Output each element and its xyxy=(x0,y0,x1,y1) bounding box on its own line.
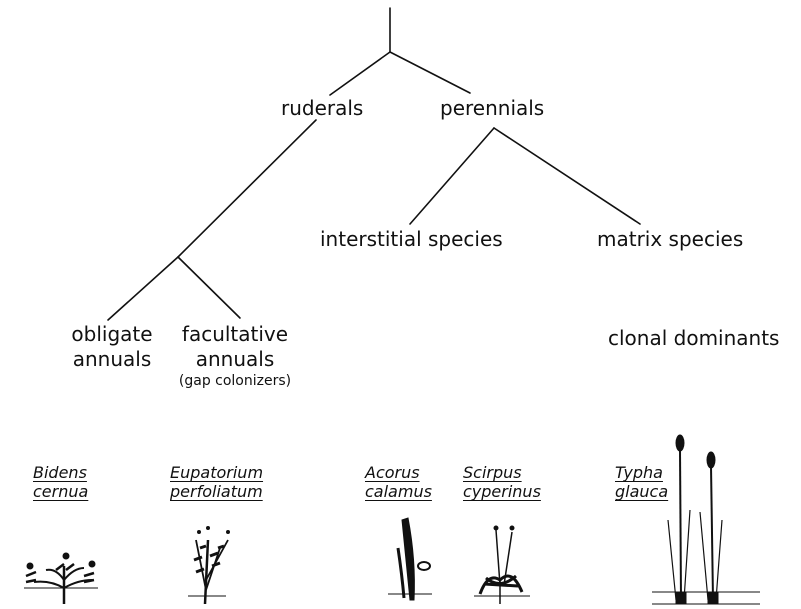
species-epithet: cyperinus xyxy=(463,482,541,501)
obligate-annuals-label: obligate annuals xyxy=(52,323,172,370)
perennials-label: perennials xyxy=(440,97,544,119)
species-acorus-calamus: Acorus calamus xyxy=(365,463,432,501)
acorus-plant-icon xyxy=(388,518,432,600)
species-genus: Scirpus xyxy=(463,463,541,482)
facultative-annuals-label: facultative annuals (gap colonizers) xyxy=(165,323,305,389)
interstitial-species-label: interstitial species xyxy=(320,228,503,250)
species-genus: Bidens xyxy=(33,463,88,482)
facultative-line1: facultative xyxy=(165,323,305,345)
species-genus: Eupatorium xyxy=(170,463,263,482)
ruderals-label: ruderals xyxy=(281,97,363,119)
bidens-plant-icon xyxy=(24,553,98,604)
species-eupatorium-perfoliatum: Eupatorium perfoliatum xyxy=(170,463,263,501)
eupatorium-plant-icon xyxy=(188,527,230,605)
species-genus: Acorus xyxy=(365,463,432,482)
species-scirpus-cyperinus: Scirpus cyperinus xyxy=(463,463,541,501)
branch-ruderals-down xyxy=(178,120,316,257)
branch-matrix xyxy=(494,128,640,224)
branch-interstitial xyxy=(410,128,494,224)
facultative-note: (gap colonizers) xyxy=(165,373,305,389)
species-epithet: cernua xyxy=(33,482,88,501)
species-genus: Typha xyxy=(615,463,668,482)
species-typha-glauca: Typha glauca xyxy=(615,463,668,501)
branch-perennials xyxy=(390,52,470,93)
species-bidens-cernua: Bidens cernua xyxy=(33,463,88,501)
matrix-species-label: matrix species xyxy=(597,228,743,250)
scirpus-plant-icon xyxy=(474,526,530,604)
facultative-line2: annuals xyxy=(165,348,305,370)
species-epithet: calamus xyxy=(365,482,432,501)
obligate-line2: annuals xyxy=(52,348,172,370)
clonal-dominants-label: clonal dominants xyxy=(608,327,779,349)
species-epithet: glauca xyxy=(615,482,668,501)
typha-plant-icon xyxy=(652,435,760,604)
branch-facultative xyxy=(178,257,240,318)
branch-ruderals xyxy=(330,52,390,95)
branch-obligate xyxy=(108,257,178,320)
obligate-line1: obligate xyxy=(52,323,172,345)
species-epithet: perfoliatum xyxy=(170,482,263,501)
